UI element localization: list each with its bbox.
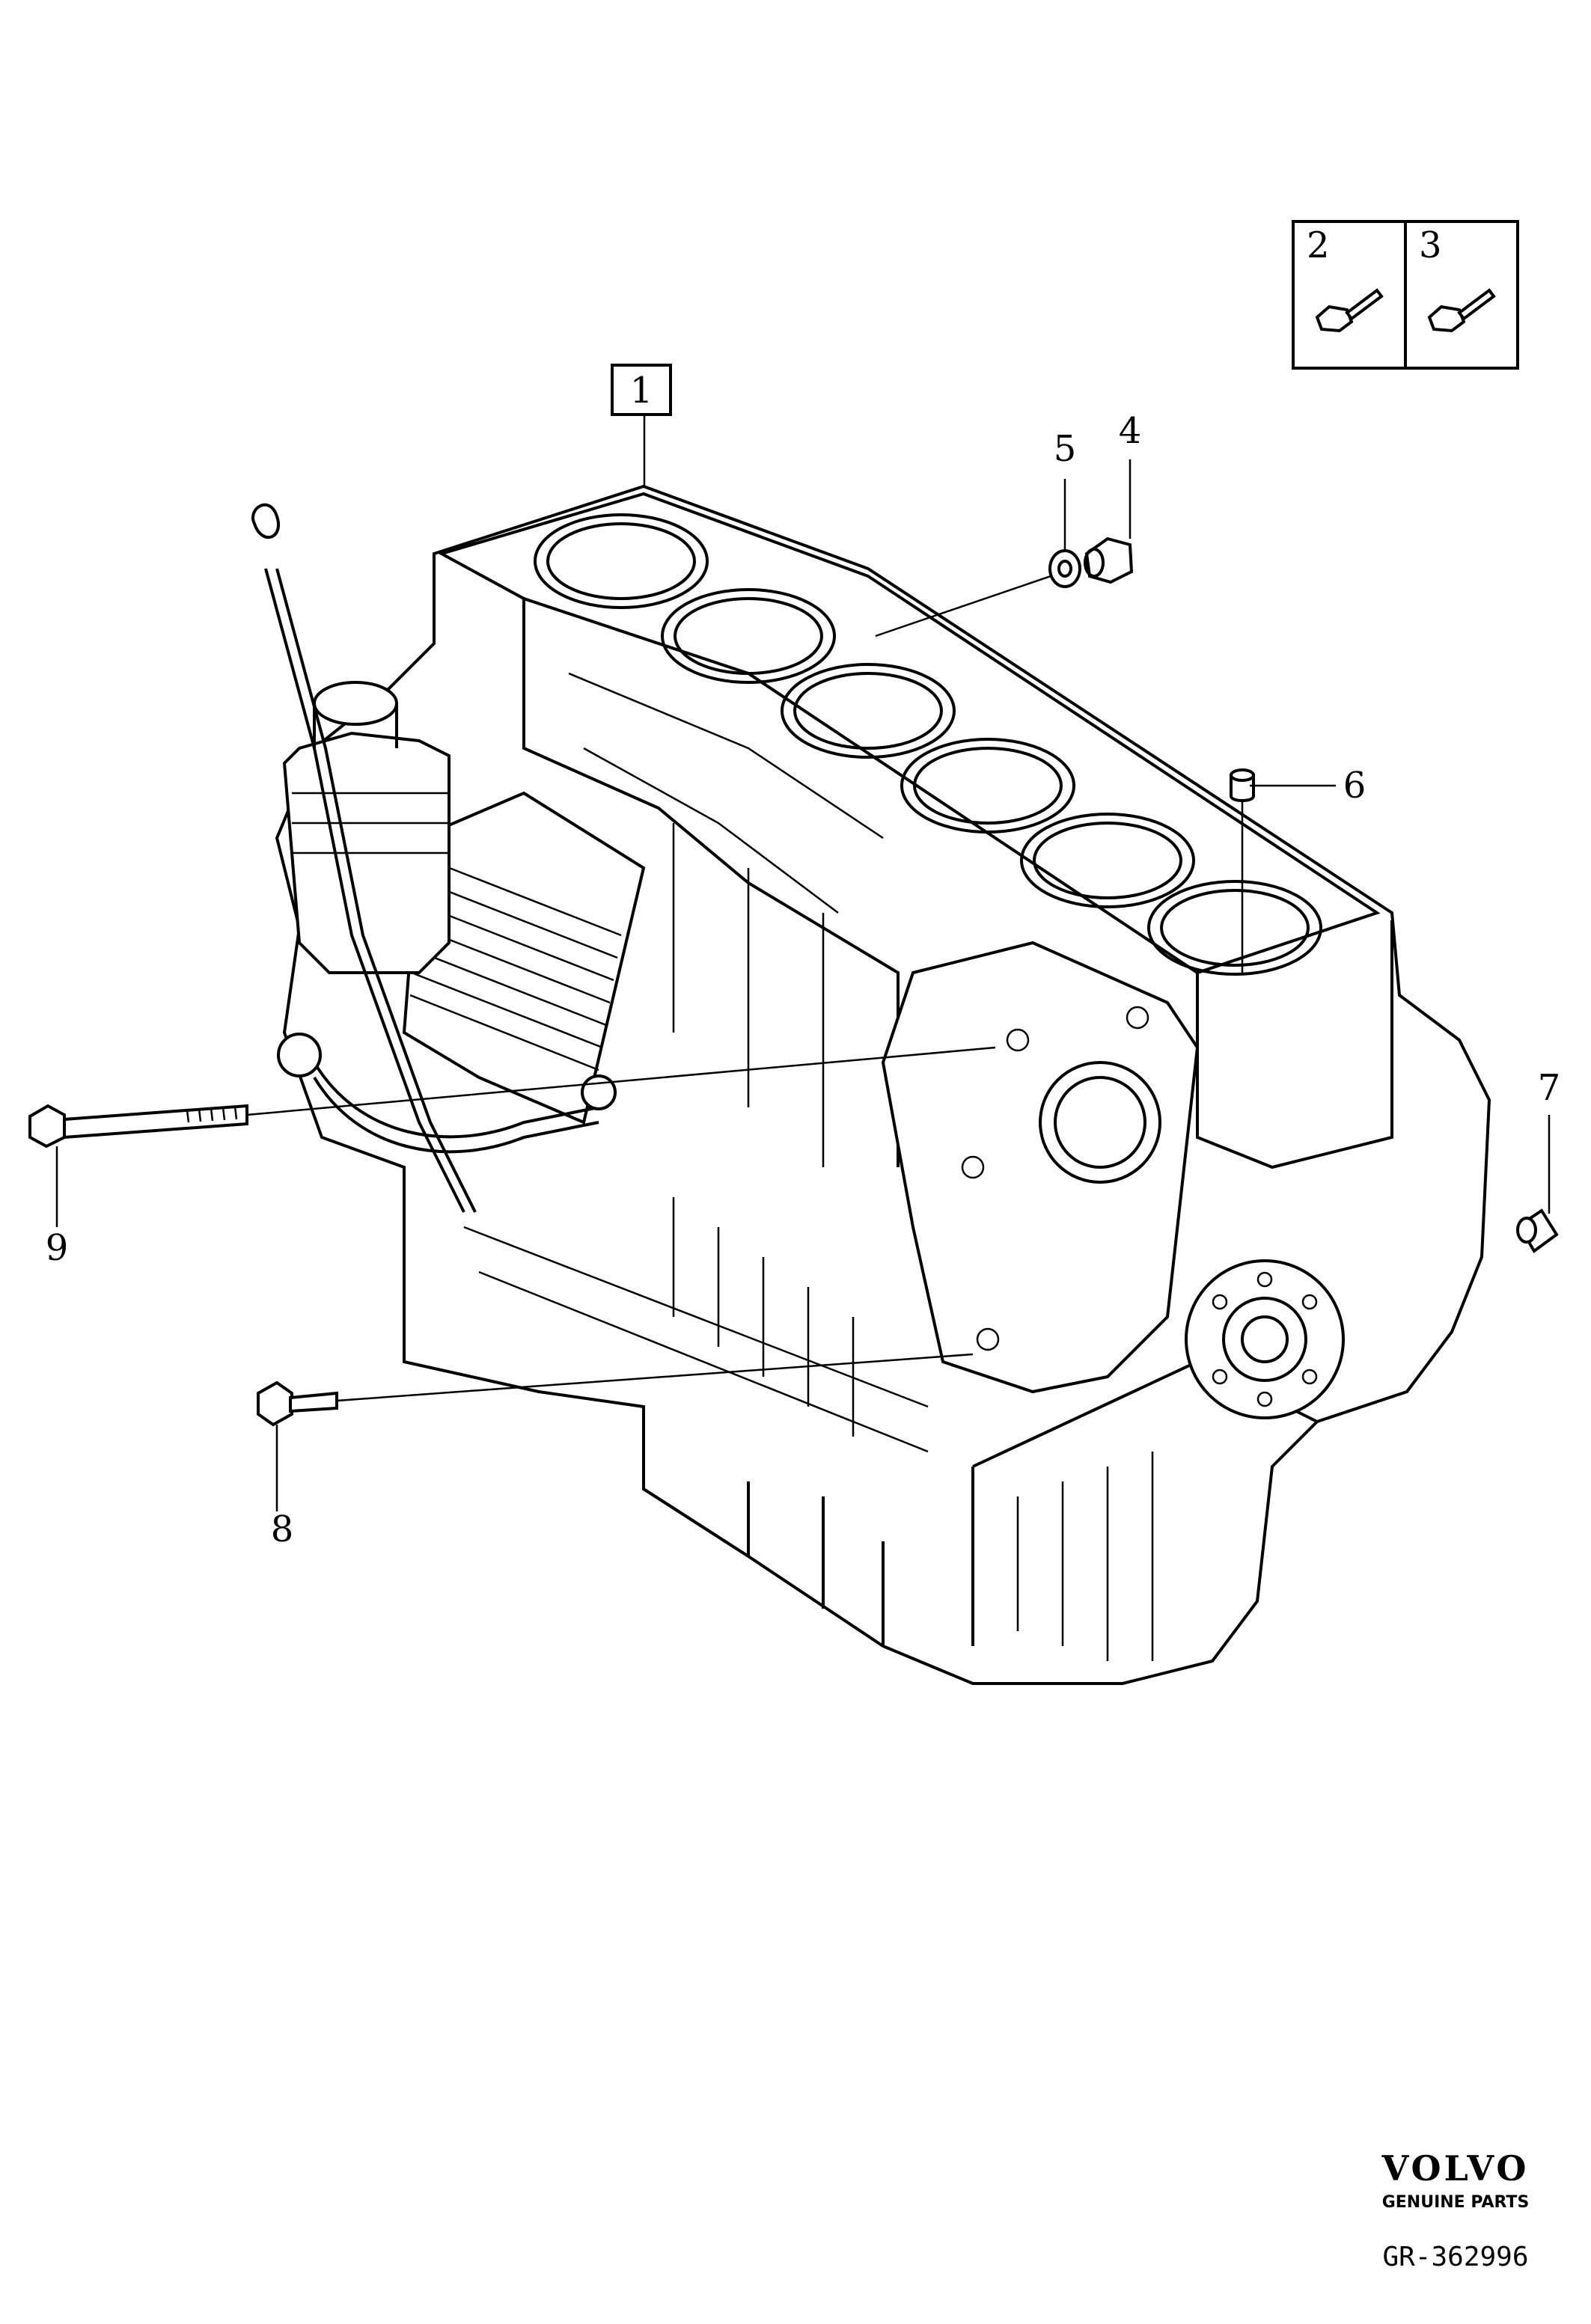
callout-8: 8 bbox=[271, 1508, 294, 1550]
figure-number: GR-362996 bbox=[1382, 2242, 1528, 2272]
volvo-logo: VOLVO GENUINE PARTS bbox=[1381, 2148, 1530, 2212]
bolt-icon bbox=[1315, 288, 1384, 333]
plug-icon bbox=[1084, 536, 1134, 584]
callout-6: 6 bbox=[1343, 765, 1366, 807]
callout-2: 2 bbox=[1307, 224, 1330, 266]
callout-9: 9 bbox=[46, 1227, 69, 1269]
logo-tagline: GENUINE PARTS bbox=[1382, 2193, 1530, 2212]
callout-3: 3 bbox=[1419, 224, 1442, 266]
logo-brand: VOLVO bbox=[1381, 2148, 1530, 2189]
callout-1: 1 bbox=[611, 364, 672, 416]
bolt-icon bbox=[28, 1104, 248, 1149]
washer-icon bbox=[1048, 549, 1081, 588]
callout-5: 5 bbox=[1054, 428, 1077, 470]
bolt-icon bbox=[1427, 288, 1496, 333]
bolt-icon bbox=[257, 1380, 338, 1427]
callout-4: 4 bbox=[1119, 410, 1142, 452]
dowel-icon bbox=[1516, 1208, 1559, 1253]
leader-lines bbox=[55, 416, 1551, 1511]
dowel-icon bbox=[1230, 768, 1255, 802]
callout-7: 7 bbox=[1538, 1067, 1561, 1109]
callout-number: 1 bbox=[630, 370, 653, 412]
fastener-inset-panel bbox=[1292, 220, 1519, 370]
engine-block-illustration bbox=[251, 484, 1491, 1685]
